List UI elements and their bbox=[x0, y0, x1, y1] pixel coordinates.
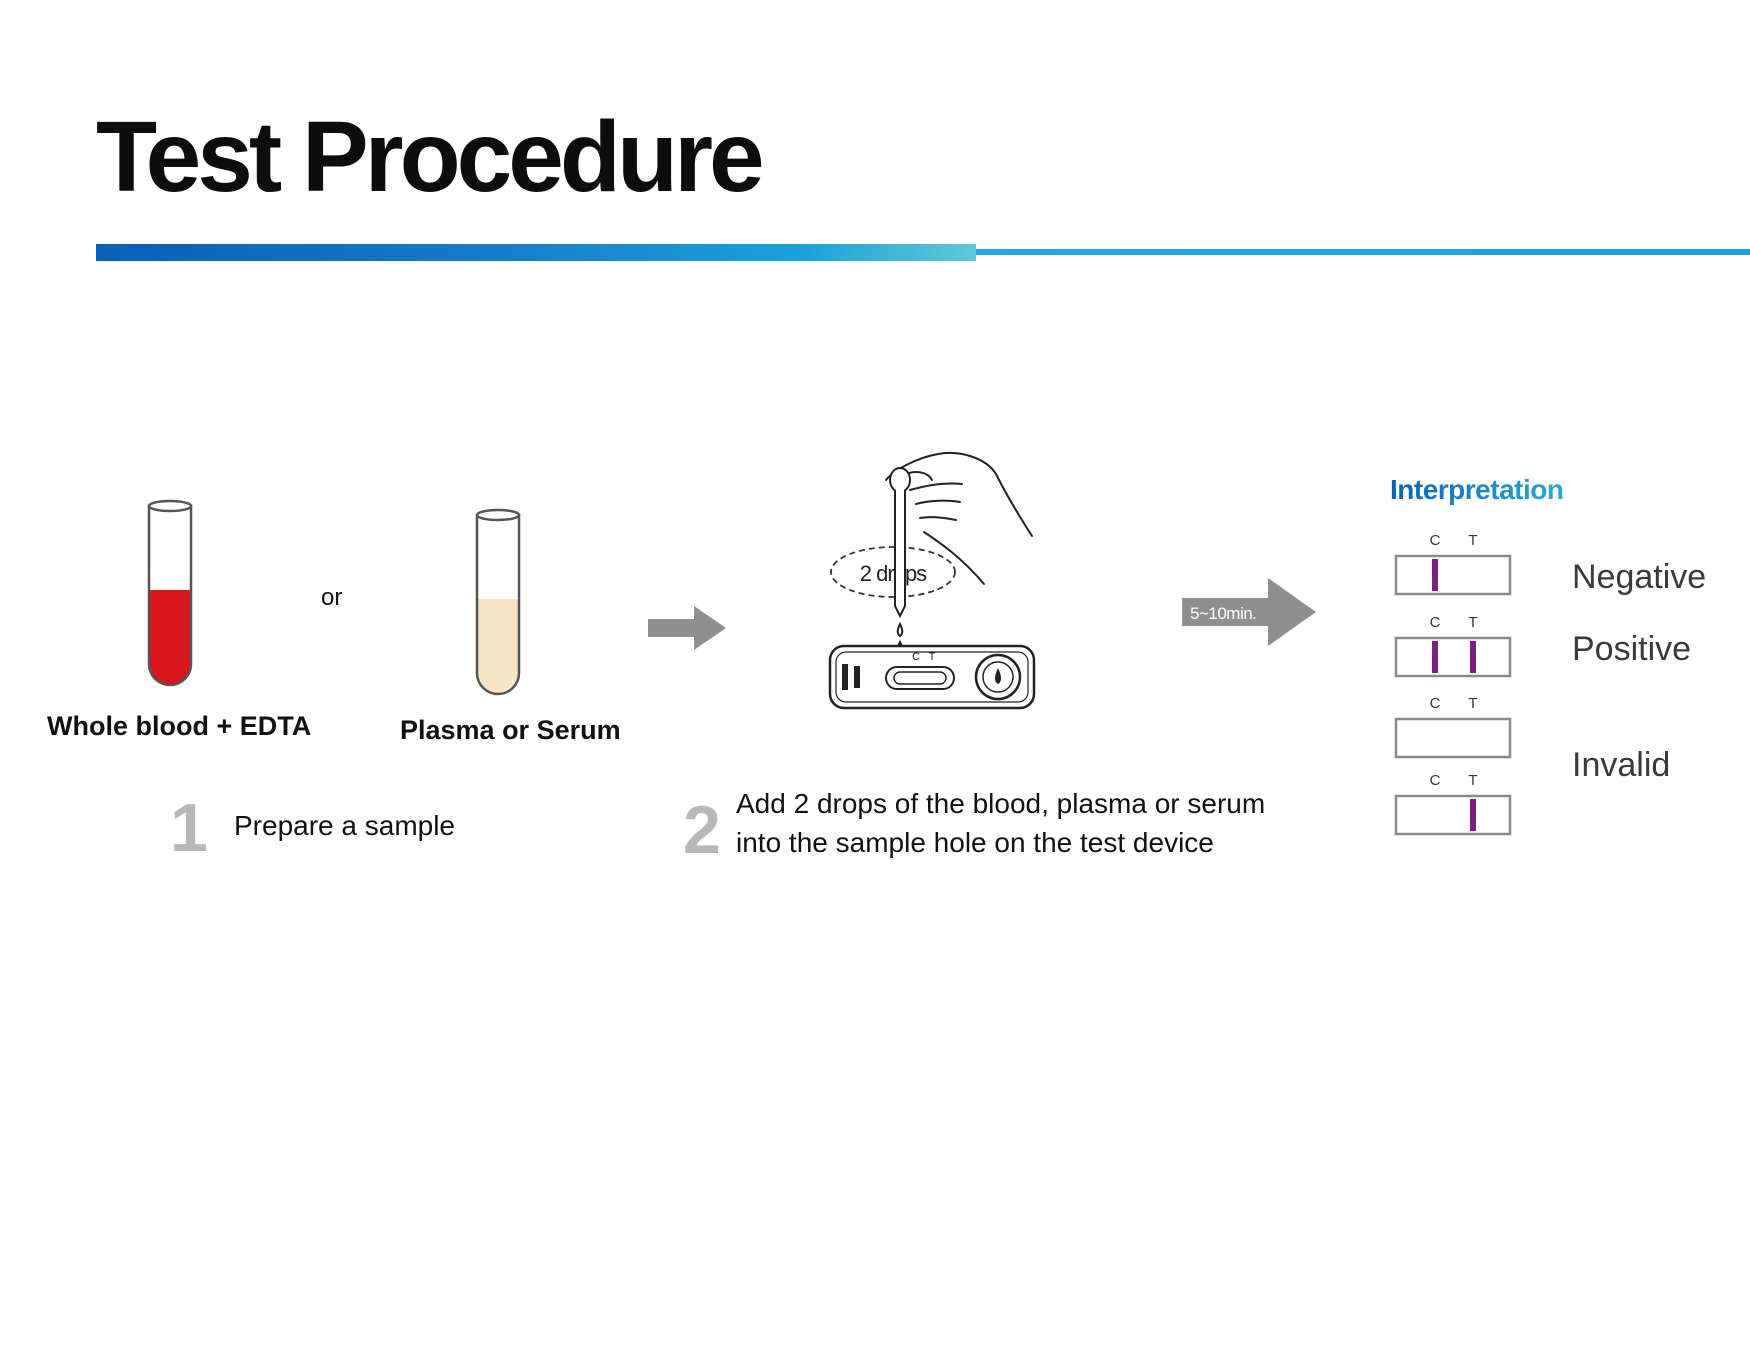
title-underline-thick bbox=[96, 244, 976, 261]
step-2-line-1: Add 2 drops of the blood, plasma or seru… bbox=[736, 788, 1266, 819]
result-positive-label: Positive bbox=[1572, 630, 1692, 668]
dropper-icon bbox=[889, 467, 911, 656]
drops-bubble-text: 2 drops bbox=[860, 561, 927, 586]
result-invalid-label: Invalid bbox=[1572, 746, 1671, 784]
strip-window bbox=[1394, 636, 1512, 678]
step-2-number: 2 bbox=[683, 792, 721, 868]
dropper-device-illustration: 2 drops C T bbox=[828, 452, 1036, 710]
step-2-text: Add 2 drops of the blood, plasma or seru… bbox=[736, 784, 1265, 862]
timer-arrow-text: 5~10min. bbox=[1190, 604, 1256, 623]
strip-t-label: T bbox=[1468, 532, 1477, 549]
plasma-label: Plasma or Serum bbox=[400, 715, 621, 745]
title-underline-thin bbox=[976, 249, 1750, 255]
strip-c-label: C bbox=[1430, 614, 1441, 631]
step-1-number: 1 bbox=[170, 790, 208, 866]
page-title: Test Procedure bbox=[96, 101, 765, 213]
strip-t-line bbox=[1470, 799, 1476, 831]
strip-t-label: T bbox=[1468, 695, 1477, 712]
strip-t-label: T bbox=[1468, 614, 1477, 631]
strip-window bbox=[1394, 794, 1512, 836]
result-negative-label: Negative bbox=[1572, 558, 1707, 596]
strip-c-label: C bbox=[1430, 772, 1441, 789]
interpretation-title: Interpretation bbox=[1390, 474, 1564, 505]
strip-c-line bbox=[1432, 641, 1438, 673]
svg-text:T: T bbox=[929, 651, 936, 663]
strip-t-label: T bbox=[1468, 772, 1477, 789]
svg-text:C: C bbox=[912, 651, 920, 663]
strip-c-label: C bbox=[1430, 532, 1441, 549]
test-device-icon: C T bbox=[828, 644, 1036, 710]
drops-bubble: 2 drops bbox=[830, 546, 956, 598]
plasma-tube-icon bbox=[475, 508, 521, 696]
step-2-line-2: into the sample hole on the test device bbox=[736, 827, 1214, 859]
step-1-text: Prepare a sample bbox=[234, 810, 456, 841]
whole-blood-label: Whole blood + EDTA bbox=[47, 711, 312, 741]
strip-window bbox=[1394, 717, 1512, 759]
strip-window bbox=[1394, 554, 1512, 596]
whole-blood-tube-icon bbox=[147, 499, 193, 687]
hand-icon bbox=[885, 452, 1033, 585]
or-text: or bbox=[321, 584, 343, 611]
strip-c-label: C bbox=[1430, 695, 1441, 712]
right-arrow-icon bbox=[648, 606, 726, 650]
timer-arrow-icon: 5~10min. bbox=[1182, 578, 1316, 646]
strip-c-line bbox=[1432, 559, 1438, 591]
strip-t-line bbox=[1470, 641, 1476, 673]
